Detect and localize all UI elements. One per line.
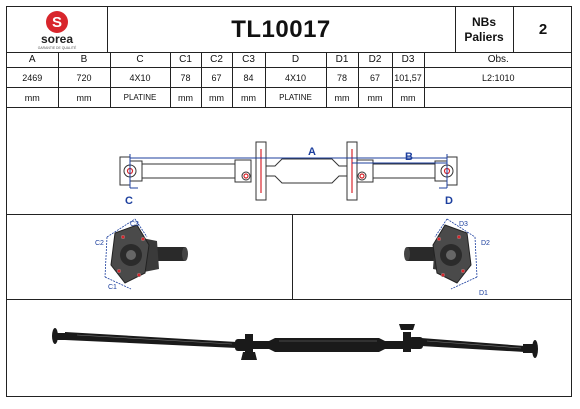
col-header: C1 <box>169 52 202 68</box>
bearings-count: 2 <box>538 21 548 38</box>
spec-value: 101,57 <box>391 67 425 88</box>
end-d-label: D <box>445 195 453 207</box>
flange-label-c3: C3 <box>130 221 139 228</box>
dimension-drawing-panel: A B C D <box>7 114 572 215</box>
svg-text:S: S <box>52 14 62 31</box>
spec-value: 2469 <box>7 67 59 88</box>
spec-unit <box>423 87 572 108</box>
spec-value: L2:1010 <box>423 67 572 88</box>
spec-units-row: mm mm PLATINE mm mm mm PLATINE mm mm mm <box>7 87 572 108</box>
spec-unit: mm <box>7 87 59 108</box>
product-sheet: S sorea GARANTIE DE QUALITÉ TL10017 NBs … <box>6 6 572 397</box>
col-header: D2 <box>357 52 393 68</box>
bearings-label: NBs Paliers <box>455 7 514 52</box>
flange-d-drawing: D3 D2 D1 <box>404 218 490 297</box>
end-c-label: C <box>125 195 133 207</box>
flange-d-panel: D3 D2 D1 <box>293 215 572 300</box>
spec-unit: mm <box>57 87 111 108</box>
spec-unit: mm <box>169 87 202 108</box>
part-reference: TL10017 <box>107 7 456 52</box>
bearings-label-line1: NBs <box>471 14 496 29</box>
flange-c-drawing: C3 C2 C1 <box>95 218 188 291</box>
brand-name: sorea <box>41 32 73 46</box>
col-header: C <box>109 52 171 68</box>
spec-unit: PLATINE <box>109 87 171 108</box>
spec-unit: mm <box>325 87 359 108</box>
spec-header-row: A B C C1 C2 C3 D D1 D2 D3 Obs. <box>7 52 572 68</box>
spec-value: 78 <box>325 67 359 88</box>
dimension-a-label: A <box>308 146 316 158</box>
col-header: D1 <box>325 52 359 68</box>
drive-shaft-photo <box>52 324 538 360</box>
shaft-photo-panel <box>7 300 572 397</box>
spec-value: 4X10 <box>264 67 327 88</box>
spec-value: 84 <box>231 67 266 88</box>
col-header: C3 <box>231 52 266 68</box>
col-header: B <box>57 52 111 68</box>
flange-label-d3: D3 <box>459 221 468 228</box>
brand-logo: S sorea GARANTIE DE QUALITÉ <box>7 7 108 52</box>
spec-values-row: 2469 720 4X10 78 67 84 4X10 78 67 101,57… <box>7 67 572 88</box>
spec-value: 78 <box>169 67 202 88</box>
spec-unit: mm <box>231 87 266 108</box>
col-header: C2 <box>200 52 233 68</box>
flange-label-c1: C1 <box>108 284 117 291</box>
flange-c-panel: C3 C2 C1 <box>7 215 293 300</box>
spec-value: 67 <box>357 67 393 88</box>
shaft-outline-drawing: A B C D <box>119 141 458 207</box>
spec-unit: mm <box>391 87 425 108</box>
spec-unit: mm <box>200 87 233 108</box>
sorea-logo-icon: S sorea GARANTIE DE QUALITÉ <box>38 11 77 50</box>
header-row: S sorea GARANTIE DE QUALITÉ TL10017 NBs … <box>7 7 571 53</box>
flange-label-d2: D2 <box>481 240 490 247</box>
spec-unit: PLATINE <box>264 87 327 108</box>
bearings-label-line2: Paliers <box>464 29 504 44</box>
col-header: D <box>264 52 327 68</box>
col-header: D3 <box>391 52 425 68</box>
brand-tagline: GARANTIE DE QUALITÉ <box>38 45 77 50</box>
col-header: Obs. <box>423 52 572 68</box>
spec-value: 67 <box>200 67 233 88</box>
dimension-b-label: B <box>405 151 413 163</box>
spec-value: 4X10 <box>109 67 171 88</box>
spec-table: A B C C1 C2 C3 D D1 D2 D3 Obs. 2469 720 … <box>7 52 572 108</box>
spec-unit: mm <box>357 87 393 108</box>
flange-label-c2: C2 <box>95 240 104 247</box>
spec-value: 720 <box>57 67 111 88</box>
flange-label-d1: D1 <box>479 290 488 297</box>
col-header: A <box>7 52 59 68</box>
